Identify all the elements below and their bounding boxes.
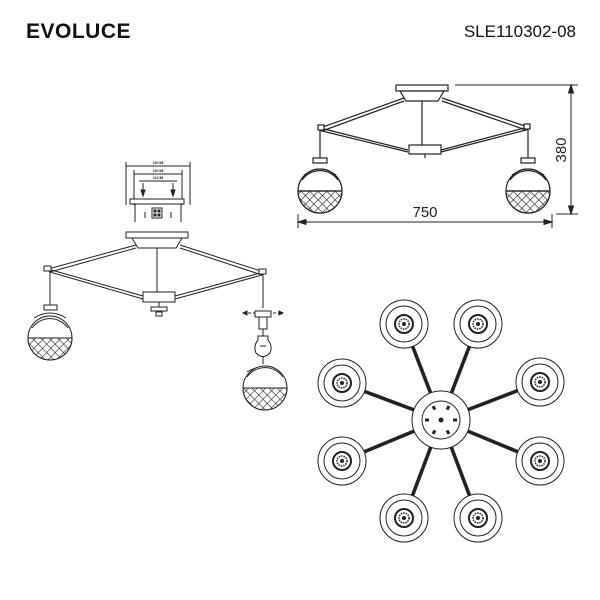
- plan-hub-screw-6: [445, 405, 451, 411]
- plan-socket-ring-1: [398, 318, 410, 330]
- center-hub: [408, 144, 442, 155]
- assembly-hub: [142, 291, 176, 303]
- mount-label-1: 10CM: [153, 160, 164, 165]
- plan-shade-inner-1: [385, 305, 423, 343]
- plan-socket-center-8: [476, 516, 480, 520]
- plan-socket-center-4: [538, 380, 542, 384]
- plan-socket-ring-4: [534, 376, 546, 388]
- plan-socket-center-6: [538, 459, 542, 463]
- height-dimension: [455, 83, 578, 216]
- plan-socket-5: [332, 451, 352, 471]
- plan-shade-inner-4: [521, 363, 559, 401]
- canopy-cup: [398, 90, 446, 102]
- plan-socket-center-5: [340, 459, 344, 463]
- plan-shade-inner-6: [521, 442, 559, 480]
- plan-socket-ring-2: [472, 318, 484, 330]
- plan-socket-center-1: [402, 322, 406, 326]
- plan-socket-ring-7: [398, 512, 410, 524]
- plan-socket-ring-5: [336, 455, 348, 467]
- mount-label-2: 10CM: [153, 168, 164, 173]
- plan-socket-8: [468, 508, 488, 528]
- plan-socket-4: [530, 372, 550, 392]
- plan-socket-ring-3: [336, 377, 348, 389]
- plan-hub-inner: [421, 400, 461, 440]
- assembly-canopy: [125, 231, 189, 239]
- plan-socket-1: [394, 314, 414, 334]
- plan-socket-ring-8: [472, 512, 484, 524]
- plan-hub-screw-1: [453, 418, 457, 422]
- width-dimension: [296, 214, 554, 228]
- assembly-view: [27, 162, 288, 411]
- elevation-view: [297, 84, 551, 214]
- plan-socket-6: [530, 451, 550, 471]
- plan-socket-2: [468, 314, 488, 334]
- plan-shade-inner-3: [323, 364, 361, 402]
- plan-shade-inner-5: [323, 442, 361, 480]
- mounting-plate: [129, 198, 185, 205]
- plan-socket-center-7: [402, 516, 406, 520]
- brand-logo: EVOLUCE: [26, 20, 132, 43]
- plan-socket-7: [394, 508, 414, 528]
- plan-view: [317, 299, 565, 543]
- plan-shade-inner-7: [385, 499, 423, 537]
- plan-shade-inner-2: [459, 305, 497, 343]
- plan-socket-ring-6: [534, 455, 546, 467]
- mount-label-3: 11CM: [153, 175, 164, 180]
- plan-hub-screw-5: [431, 405, 437, 411]
- plan-hub-screw-3: [431, 429, 437, 435]
- plan-hub-center: [438, 417, 444, 423]
- height-value: 380: [553, 137, 570, 162]
- model-number: SLE110302-08: [463, 22, 576, 41]
- plan-shade-inner-8: [459, 499, 497, 537]
- ceiling-canopy: [395, 84, 449, 92]
- plan-hub-screw-2: [445, 429, 451, 435]
- plan-socket-center-3: [340, 381, 344, 385]
- plan-hub-screw-4: [425, 418, 429, 422]
- width-value: 750: [412, 204, 437, 221]
- plan-socket-3: [332, 373, 352, 393]
- plan-socket-center-2: [476, 322, 480, 326]
